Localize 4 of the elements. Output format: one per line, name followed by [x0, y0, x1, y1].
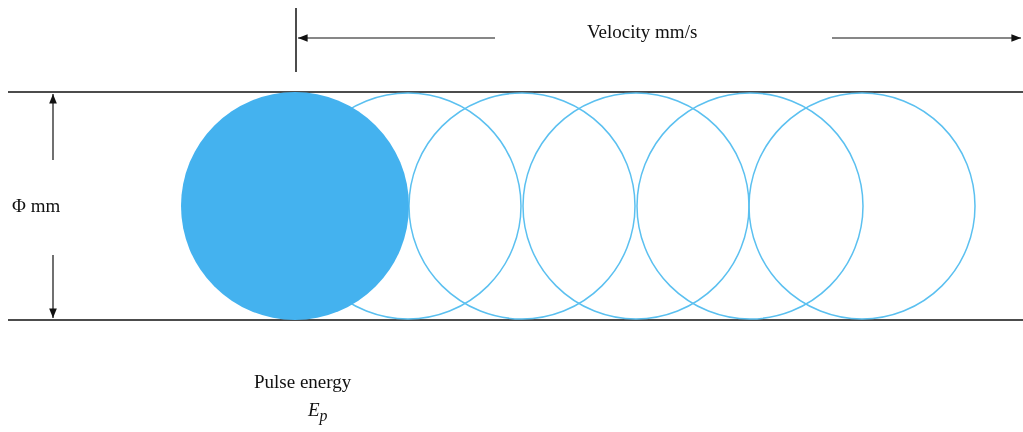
velocity-label: Velocity mm/s [587, 22, 698, 43]
energy-symbol: E$_{p}$ [308, 400, 328, 425]
diameter-label: Φ mm [12, 196, 61, 217]
pulse-energy-label: Pulse energy [254, 372, 352, 393]
